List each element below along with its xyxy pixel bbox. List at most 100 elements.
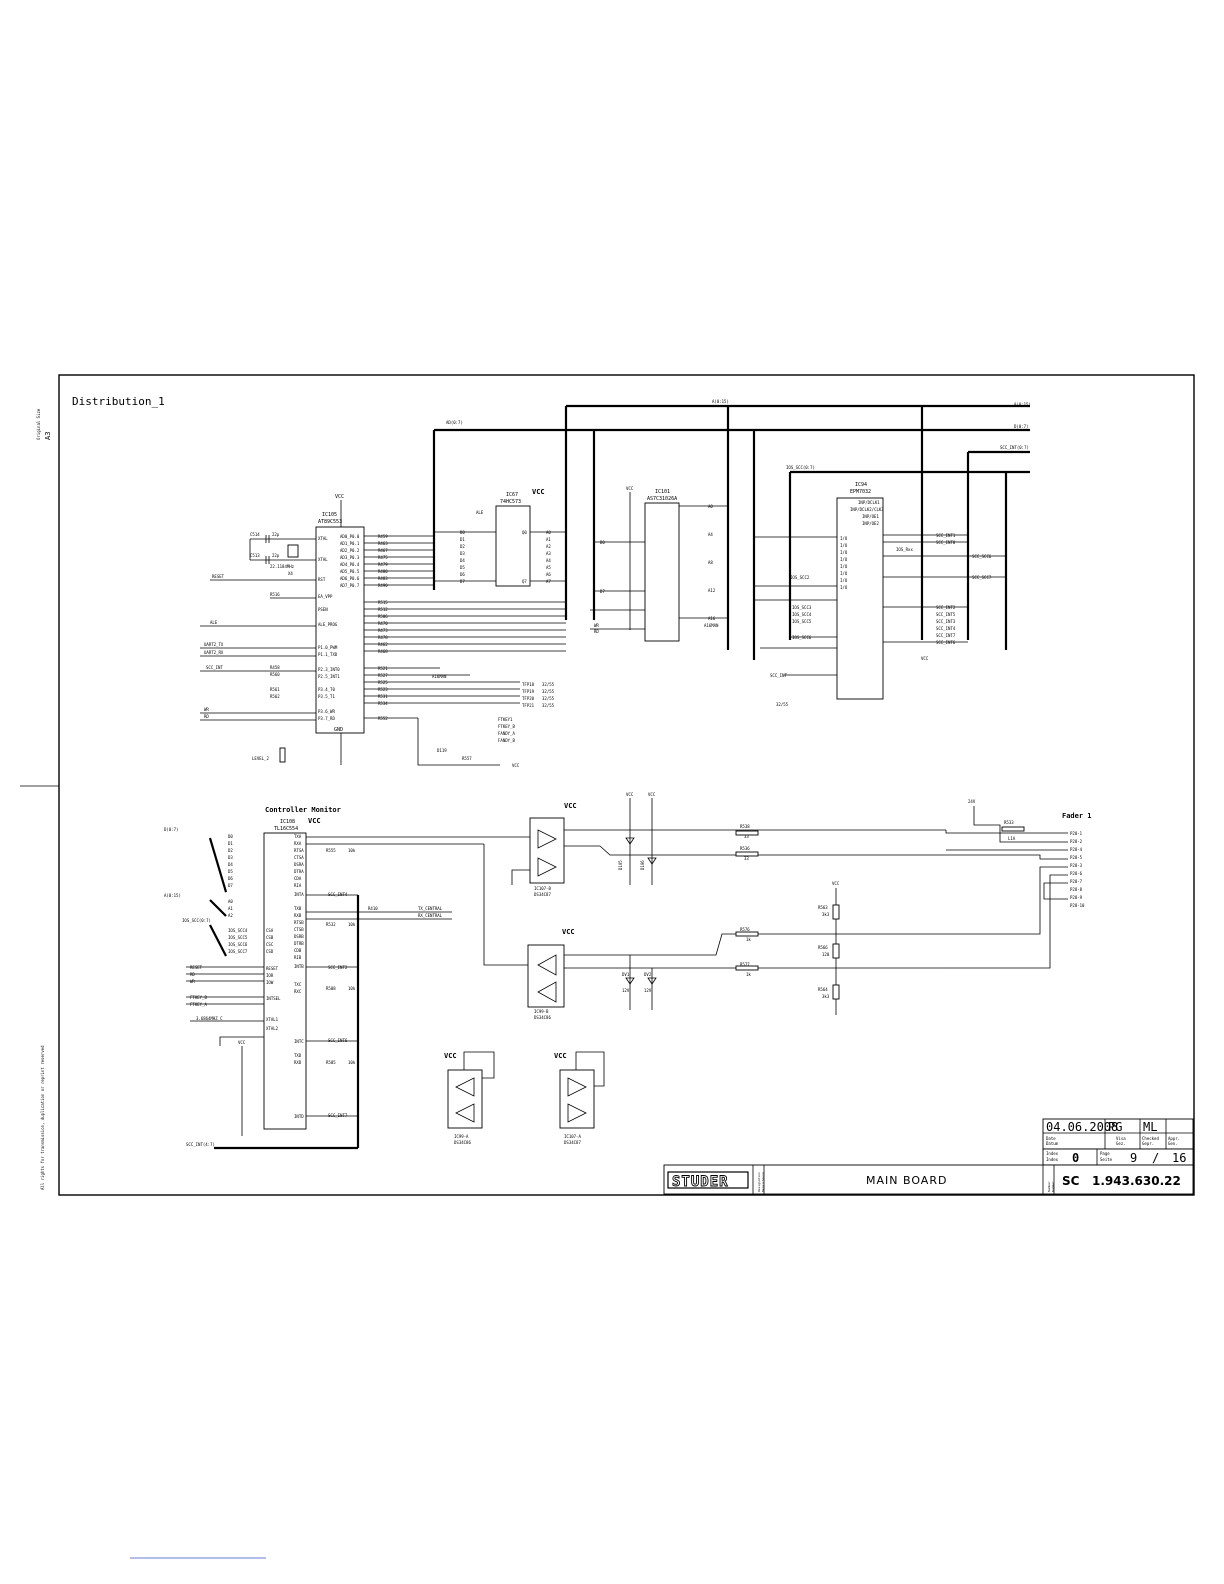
ctrl-rn-3: SCC_INT7 [328, 1113, 348, 1118]
res-r533: R533 [1004, 820, 1014, 825]
fader-pin-3: P28-5 [1070, 855, 1083, 860]
res-bot-0: R521 [378, 666, 388, 671]
ic101-a4: A4 [708, 532, 713, 537]
tb-drawn: PG [1108, 1120, 1122, 1134]
net-level2: LEVEL_2 [252, 756, 269, 761]
ctrl-rn-4: TX_CENTRAL [418, 906, 443, 911]
controller-part: TL16C554 [274, 826, 298, 832]
bus-label-ad: AD(0:7) [446, 420, 463, 425]
ic67-a6: A6 [546, 572, 551, 577]
diode-d106: D106 [640, 860, 645, 870]
bus-ctrl-left-ios [209, 924, 227, 957]
res-r562: R562 [270, 694, 280, 699]
ic94-rnet-1: SCC_INT0 [936, 540, 956, 545]
ic94-top-2: INP/OE1 [862, 514, 879, 519]
ctrl-res-2: R508 [326, 986, 336, 991]
driver-top-ref: IC107-B [534, 886, 551, 891]
tb-designation-label-2: Bezeichnung [761, 1172, 765, 1192]
ic105-pin-l7: P1.1_TXD [318, 652, 338, 657]
tb-page-label-1: Page [1100, 1151, 1110, 1156]
studer-logo [667, 1171, 749, 1189]
res-r563-val: 3k3 [822, 912, 830, 917]
ic101-a12: A12 [708, 588, 716, 593]
res-top-5: R480 [378, 569, 388, 574]
net-uart-rx: UART2_RX [204, 650, 224, 655]
res-mid-0: R515 [378, 600, 388, 605]
ic94-io-7: I/O [840, 585, 848, 590]
fader-pin-0: P28-1 [1070, 831, 1083, 836]
ctrl-res-1: R532 [326, 922, 336, 927]
ic94-top-0: INP/DCLK1 [858, 500, 880, 505]
fader-pin-5: P28-6 [1070, 871, 1083, 876]
ic101-d0: D0 [600, 540, 605, 545]
ic105-pin-l12: P3.6_WR [318, 709, 335, 714]
net-scc-int: SCC_INT [206, 665, 223, 670]
ic94-lnet-3: IOS_SCC5 [792, 619, 812, 624]
ic94-rnet-5: SCC_INT2 [936, 605, 956, 610]
title-block: 04.06.2008 PG ML Date Datum Visa Gez. Ch… [663, 1118, 1194, 1195]
fader-link-1 [945, 830, 1068, 834]
ctrl-pr-0: TXA [294, 834, 302, 839]
ic105-pin-r4: AD4_P0.4 [340, 562, 360, 567]
ic67-d4: D4 [460, 558, 465, 563]
ctrl-pr-17: INTB [294, 964, 304, 969]
ic67-d5: D5 [460, 565, 465, 570]
ic94-rnet-3: SCC_SCC6 [972, 554, 992, 559]
ic67-d7: D7 [460, 579, 465, 584]
fader-pin-2: P28-4 [1070, 847, 1083, 852]
ic94-rnet-8: SCC_INT4 [936, 626, 956, 631]
driver-bot-ref: IC99-B [534, 1009, 549, 1014]
ctrl-pr-20: TXD [294, 1053, 302, 1058]
ctrl-ln-9: 3.6864MHZ_C [196, 1016, 223, 1021]
small1-buf1 [455, 1077, 475, 1097]
drv-bot-l1 [564, 933, 946, 956]
bus-label-scc-int: SCC_INT(0:7) [1000, 445, 1029, 450]
small2-body [559, 1069, 595, 1129]
ic94-io-2: I/O [840, 550, 848, 555]
res-top-2: R467 [378, 548, 388, 553]
ctrl-pr-16: RIB [294, 955, 302, 960]
tb-designation-label: Designation Bezeichnung [757, 1172, 765, 1192]
res-mid-4: R473 [378, 628, 388, 633]
res-top-6: R483 [378, 576, 388, 581]
ic101-a16man: A16MAN [704, 623, 719, 628]
ctrl-pr-4: DSRA [294, 862, 304, 867]
ctrl-ln-5: RD [190, 972, 195, 977]
ic67-a7: A7 [546, 579, 551, 584]
ic101-a16: A16 [708, 616, 716, 621]
ctrl-pr-15: CDB [294, 948, 302, 953]
ctrl-vcc-low: VCC [238, 1040, 246, 1045]
bus-label-a-2: A(0:15) [1014, 402, 1031, 407]
ic67-q0: Q0 [522, 530, 527, 535]
ctrl-pr-11: RTSB [294, 920, 304, 925]
ic94-io-0: I/O [840, 536, 848, 541]
ctrl-rn-5: RX_CENTRAL [418, 913, 443, 918]
title-block-frame-main [663, 1164, 1194, 1195]
ic105-vcc: VCC [335, 494, 344, 500]
ic105-part: AT89C553 [318, 519, 342, 525]
fader-pin-8: P28-9 [1070, 895, 1083, 900]
ic94-ref-3255: 32/55 [776, 702, 789, 707]
ctrl-pl-5: D5 [228, 869, 233, 874]
ctrl-bus-d: D(0:7) [164, 827, 178, 832]
vcc-led: VCC [512, 763, 520, 768]
small1-ref: IC99-A [454, 1134, 469, 1139]
driver-top-vcc: VCC [564, 802, 577, 810]
ctrl-bus-a: A(0:15) [164, 893, 181, 898]
net-a16man: A16MAN [432, 674, 447, 679]
ctrl-rn-6: SCC_INT(4:7) [186, 1142, 215, 1147]
ic94-rnet-2: IOS_Rxx [896, 547, 913, 552]
zener-dv2: DV2 [644, 972, 652, 977]
ic105-pin-l4: PSEN [318, 607, 328, 612]
ctrl-pr-21: RXD [294, 1060, 302, 1065]
net-rd: RD [204, 714, 209, 719]
small2-vcc: VCC [554, 1052, 567, 1060]
ctrl-rv-1: 10k [348, 922, 356, 927]
ctrl-pr-18: TXC [294, 982, 302, 987]
small1-vcc: VCC [444, 1052, 457, 1060]
ctrl-pl-19: XTAL1 [266, 1017, 279, 1022]
sig-ref-3: 32/55 [542, 696, 555, 701]
bus-labels: A(0:15) A(0:15) D(0:7) AD(0:7) IOS_SCC(0… [446, 399, 1031, 470]
ctrl-ln-2: IOS_SCC6 [228, 942, 248, 947]
sig-ref-4: 32/55 [542, 703, 555, 708]
